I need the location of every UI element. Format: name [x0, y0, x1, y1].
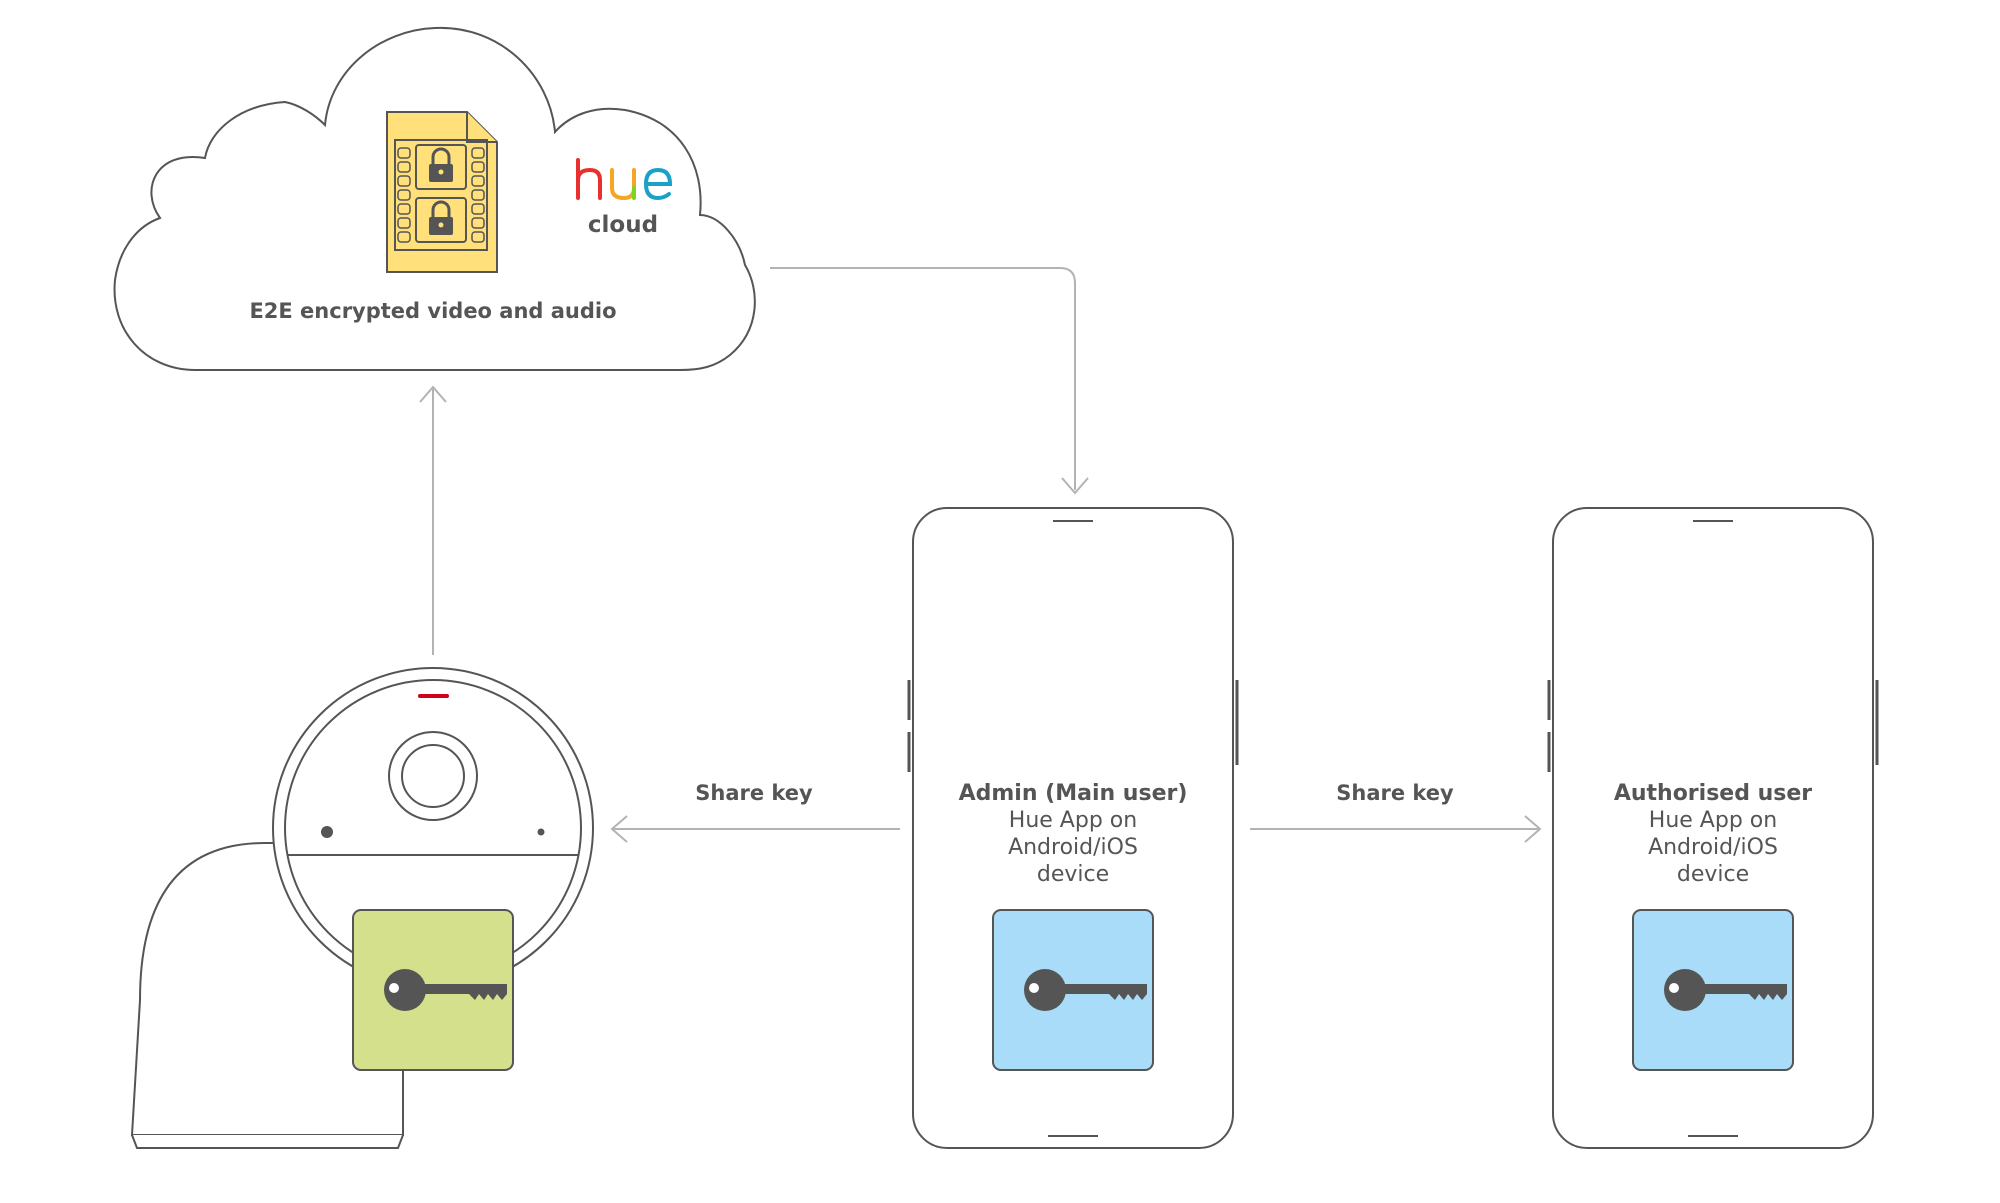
user-phone-line1: Hue App on	[1649, 808, 1777, 833]
camera-lens	[401, 744, 465, 808]
hue-logo: cloud	[576, 158, 673, 238]
user-phone-line2: Android/iOS	[1648, 835, 1778, 860]
cloud-caption: E2E encrypted video and audio	[249, 299, 616, 323]
user-phone-title: Authorised user	[1614, 781, 1812, 806]
camera-mic	[537, 828, 545, 836]
hue-cloud-label: cloud	[588, 212, 658, 238]
admin-phone: Admin (Main user) Hue App on Android/iOS…	[907, 507, 1239, 1149]
lock-icon	[429, 147, 453, 182]
user-phone-line3: device	[1677, 862, 1749, 887]
arrow-camera-to-cloud	[419, 385, 447, 655]
hue-cloud: cloud E2E encrypted video and audio	[113, 26, 756, 371]
security-camera	[130, 667, 594, 1149]
user-phone: Authorised user Hue App on Android/iOS d…	[1547, 507, 1879, 1149]
encrypted-video-file-icon	[386, 111, 498, 273]
arrow-cloud-to-admin	[770, 267, 1089, 495]
share-key-label-left: Share key	[695, 781, 813, 805]
arrow-share-key-to-user: Share key	[1250, 781, 1542, 843]
lock-icon	[429, 200, 453, 235]
admin-phone-line3: device	[1037, 862, 1109, 887]
admin-phone-line1: Hue App on	[1009, 808, 1137, 833]
admin-phone-line2: Android/iOS	[1008, 835, 1138, 860]
admin-phone-title: Admin (Main user)	[959, 781, 1188, 806]
share-key-label-right: Share key	[1336, 781, 1454, 805]
camera-sensor	[321, 826, 333, 838]
arrow-share-key-to-camera: Share key	[610, 781, 900, 843]
